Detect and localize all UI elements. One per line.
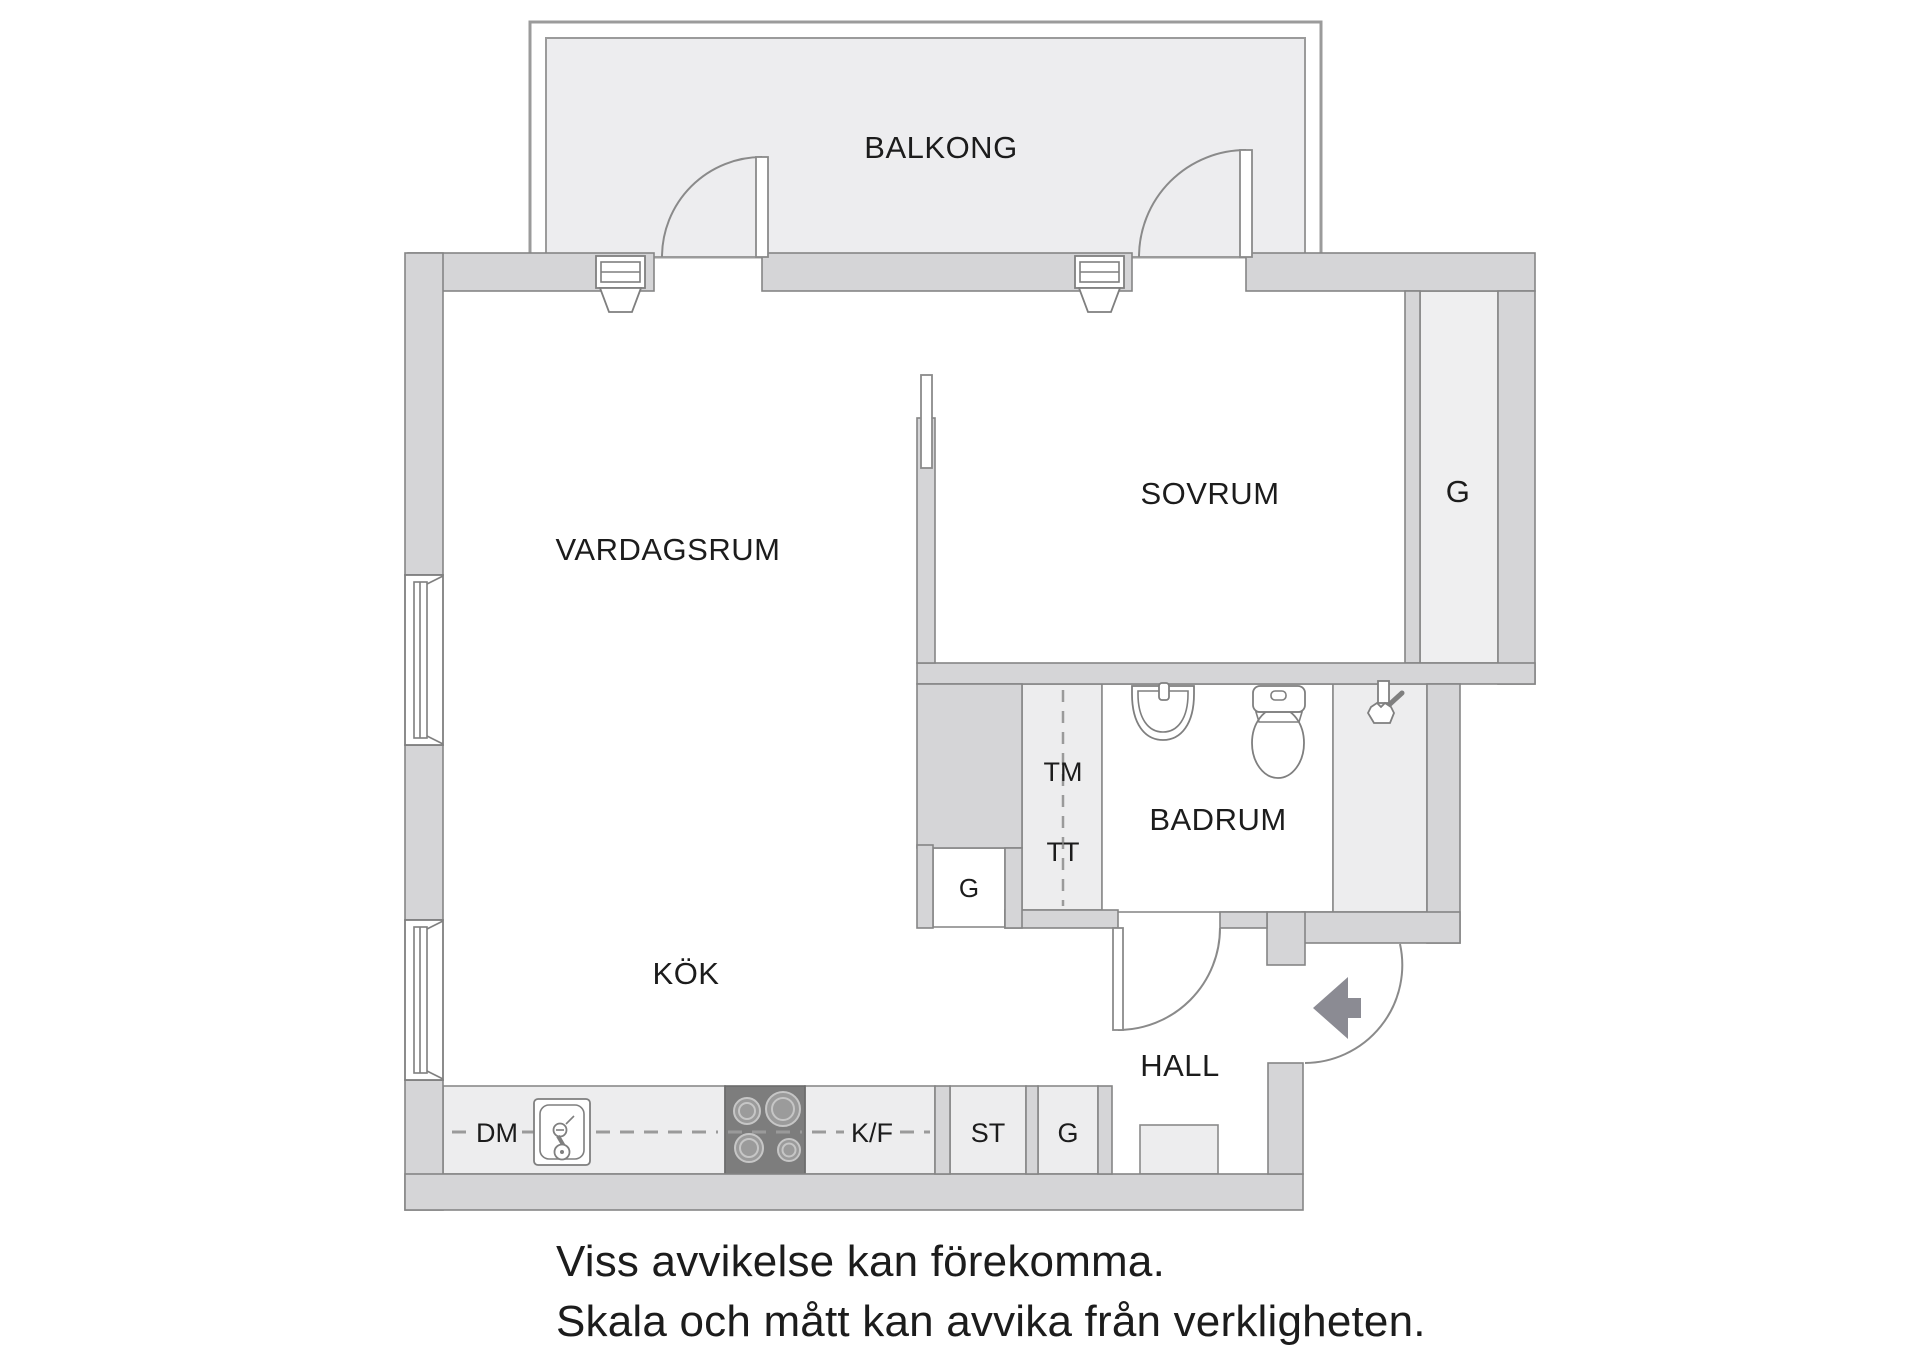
entry-door bbox=[1304, 943, 1404, 1064]
bedroom-door bbox=[920, 374, 933, 469]
entry-arrow-icon bbox=[1313, 977, 1361, 1039]
label-wardrobe-right-wing: G bbox=[1446, 474, 1471, 509]
shower-mixer-icon bbox=[1366, 680, 1405, 724]
wall-top-middle bbox=[761, 252, 1133, 292]
hall-cabinet bbox=[1139, 1124, 1219, 1175]
radiator-left-icon bbox=[595, 255, 646, 313]
wardrobe-right-wing-floor bbox=[1419, 290, 1499, 664]
label-balcony: BALKONG bbox=[864, 130, 1017, 165]
label-kitchen: KÖK bbox=[653, 956, 720, 991]
toilet-icon bbox=[1251, 685, 1306, 779]
disclaimer-line-1: Viss avvikelse kan förekomma. bbox=[556, 1237, 1165, 1286]
label-cleaning-closet: ST bbox=[971, 1118, 1006, 1148]
wall-st-g-divider bbox=[1025, 1085, 1039, 1175]
bathroom-door bbox=[1112, 927, 1221, 1031]
window-left-lower bbox=[404, 919, 444, 1081]
walls bbox=[404, 252, 1536, 1211]
label-wardrobe-hall: G bbox=[1057, 1118, 1078, 1148]
radiator-right-icon bbox=[1074, 255, 1125, 313]
label-wardrobe-bathroom: G bbox=[959, 873, 979, 903]
disclaimer-line-2: Skala och mått kan avvika från verklighe… bbox=[556, 1297, 1426, 1346]
window-left-upper bbox=[404, 574, 444, 746]
label-bedroom: SOVRUM bbox=[1140, 476, 1279, 511]
wall-entry-pillar bbox=[1266, 911, 1306, 966]
wall-shaft-chunk bbox=[916, 683, 1023, 849]
wall-bathroom-bottom-right bbox=[1219, 911, 1268, 929]
wall-g-right bbox=[1097, 1085, 1113, 1175]
label-dishwasher: DM bbox=[476, 1118, 518, 1148]
wall-counter-end bbox=[934, 1085, 951, 1175]
wall-right-upper bbox=[1497, 290, 1536, 685]
wall-wardrobe-left bbox=[1404, 290, 1421, 664]
kitchen-sink-icon bbox=[533, 1098, 591, 1166]
wall-left-middle bbox=[404, 744, 444, 921]
label-living-room: VARDAGSRUM bbox=[556, 532, 781, 567]
label-fridge-freezer: K/F bbox=[851, 1118, 893, 1148]
label-hall: HALL bbox=[1140, 1048, 1220, 1083]
wall-hall-right bbox=[1267, 1062, 1304, 1175]
balcony-door-right bbox=[1138, 149, 1253, 258]
balcony bbox=[528, 20, 1323, 259]
wall-bottom bbox=[404, 1173, 1304, 1211]
wall-top-right bbox=[1245, 252, 1536, 292]
label-washing-machine: TM bbox=[1044, 757, 1083, 787]
label-bathroom: BADRUM bbox=[1149, 802, 1286, 837]
wall-right-lower bbox=[1426, 683, 1461, 944]
washbasin-icon bbox=[1131, 682, 1195, 741]
stove-icon bbox=[724, 1085, 806, 1175]
balcony-floor bbox=[545, 37, 1306, 258]
wall-bedroom-bottom bbox=[916, 662, 1536, 685]
label-tumble-dryer: TT bbox=[1047, 837, 1080, 867]
wall-entry-band bbox=[1301, 911, 1461, 944]
wall-wardrobe-bath-left bbox=[916, 844, 934, 929]
balcony-door-left bbox=[661, 156, 769, 258]
wall-left-upper bbox=[404, 252, 444, 576]
wall-wardrobe-bath-right bbox=[1004, 847, 1023, 929]
